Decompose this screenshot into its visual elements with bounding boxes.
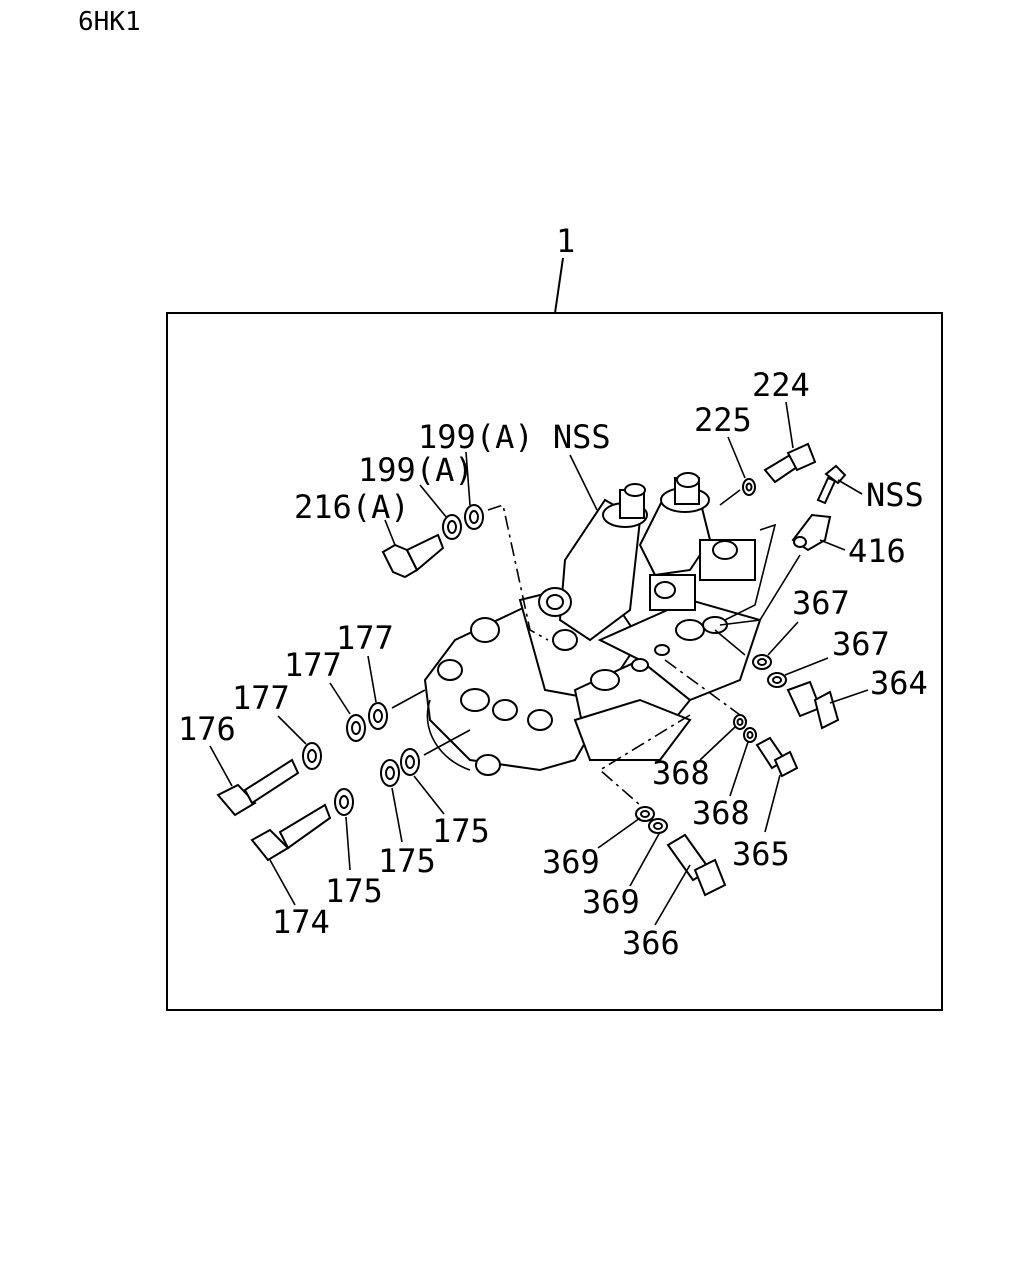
- callout-175-3: 175: [325, 872, 383, 910]
- callout-369-1: 369: [542, 843, 600, 881]
- callout-174: 174: [272, 903, 330, 941]
- leader-199a-1: [419, 484, 448, 519]
- washer-175-2-icon: [380, 759, 400, 787]
- leader-369-2: [629, 831, 661, 887]
- washer-369-2-icon: [648, 818, 668, 834]
- leader-365: [764, 774, 781, 833]
- callout-369-2: 369: [582, 883, 640, 921]
- callout-nss: NSS: [866, 476, 924, 514]
- callout-365: 365: [732, 835, 790, 873]
- assembly-frame: [166, 312, 943, 1011]
- washer-199a-1-icon: [442, 514, 462, 540]
- leader-366: [654, 864, 691, 926]
- assembly-leader: [554, 257, 564, 314]
- washer-367-2-icon: [767, 672, 787, 688]
- callout-368-1: 368: [652, 754, 710, 792]
- washer-367-1-icon: [752, 654, 772, 670]
- callout-416: 416: [848, 532, 906, 570]
- leader-416: [819, 539, 846, 551]
- washer-368-1-icon: [733, 714, 747, 730]
- callout-199a-nss: 199(A) NSS: [418, 418, 611, 456]
- callout-216a: 216(A): [294, 488, 410, 526]
- bolt-174-icon: [250, 803, 332, 862]
- dashline-369: [598, 714, 691, 806]
- callout-367-1: 367: [792, 584, 850, 622]
- washer-177-2-icon: [346, 714, 366, 742]
- washer-369-1-icon: [635, 806, 655, 822]
- leader-368-1: [699, 726, 736, 761]
- model-label: 6HK1: [78, 7, 141, 37]
- washer-225-icon: [742, 478, 756, 496]
- callout-199a-1: 199(A): [358, 451, 474, 489]
- leader-175-body: [423, 729, 471, 756]
- callout-177-1: 177: [336, 619, 394, 657]
- bolt-365-icon: [755, 736, 799, 778]
- leader-367-body: [714, 629, 746, 656]
- dashline-368: [664, 659, 741, 716]
- leader-176: [209, 745, 233, 787]
- leader-216a: [384, 519, 396, 546]
- callout-364: 364: [870, 664, 928, 702]
- bolt-366-icon: [666, 833, 727, 897]
- bolt-nss-icon: [816, 464, 847, 505]
- leader-199a-2: [465, 451, 471, 506]
- callout-176: 176: [178, 710, 236, 748]
- leader-367-2: [784, 657, 829, 676]
- leader-225-body: [719, 489, 741, 506]
- washer-175-1-icon: [334, 788, 354, 816]
- leader-177-1: [367, 655, 377, 703]
- callout-224: 224: [752, 366, 810, 404]
- bolt-364-icon: [786, 680, 840, 730]
- callout-177-2: 177: [284, 646, 342, 684]
- leader-175-3: [345, 816, 351, 871]
- leader-174: [269, 859, 296, 906]
- leader-nss-plunger: [569, 454, 598, 511]
- washer-175-3-icon: [400, 748, 420, 776]
- leader-367-1: [767, 621, 799, 656]
- fitting-224-icon: [763, 442, 817, 484]
- bolt-216a-icon: [381, 533, 445, 579]
- callout-367-2: 367: [832, 625, 890, 663]
- leader-nss: [837, 479, 863, 495]
- leader-369-1: [597, 817, 641, 849]
- callout-177-3: 177: [232, 679, 290, 717]
- leader-416-body: [719, 554, 801, 626]
- washer-177-1-icon: [302, 742, 322, 770]
- callout-175-1: 175: [432, 812, 490, 850]
- leader-175-2: [391, 787, 403, 843]
- leader-224: [785, 401, 794, 449]
- washer-177-3-icon: [368, 702, 388, 730]
- bracket-416-icon: [791, 513, 832, 552]
- callout-368-2: 368: [692, 794, 750, 832]
- leader-368-2: [729, 741, 749, 797]
- washer-368-2-icon: [743, 727, 757, 743]
- callout-225: 225: [694, 401, 752, 439]
- leader-175-1: [413, 775, 445, 815]
- callout-175-2: 175: [378, 842, 436, 880]
- leader-225: [727, 436, 746, 479]
- bolt-176-icon: [216, 758, 300, 817]
- leader-224-body: [724, 523, 777, 621]
- leader-177-2: [329, 682, 351, 715]
- dashline-216a: [487, 503, 549, 641]
- washer-199a-2-icon: [464, 504, 484, 530]
- assembly-callout: 1: [556, 222, 575, 260]
- callout-366: 366: [622, 924, 680, 962]
- leader-177-body: [391, 689, 426, 709]
- leader-177-3: [277, 715, 307, 745]
- leader-364: [829, 689, 869, 704]
